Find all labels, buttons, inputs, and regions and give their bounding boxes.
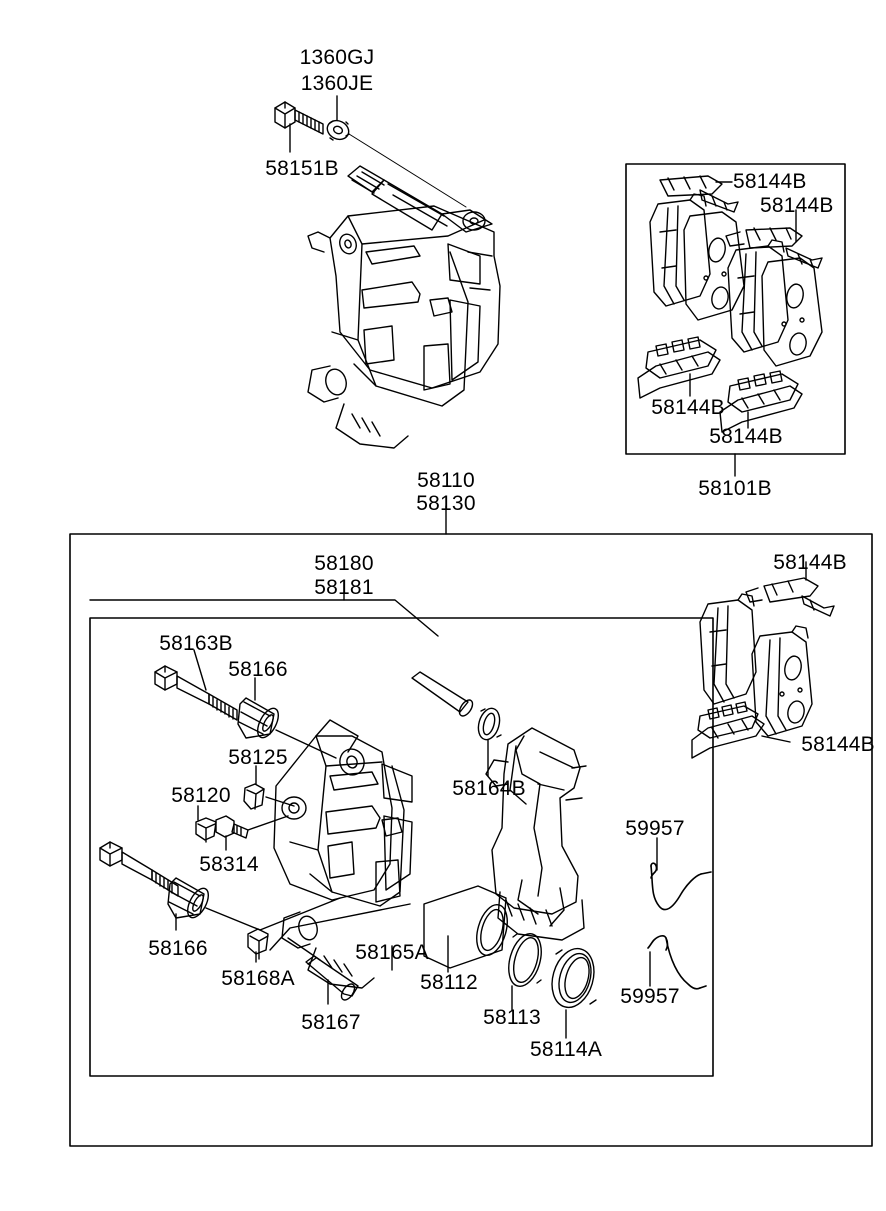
label-58167: 58167 <box>301 1011 361 1034</box>
caliper-icon <box>307 165 501 449</box>
label-59957-top: 59957 <box>625 817 685 840</box>
label-58168a: 58168A <box>221 967 295 990</box>
label-1360gj: 1360GJ <box>299 46 375 69</box>
caliper-outer-box <box>69 533 873 1147</box>
label-58101b: 58101B <box>698 477 772 500</box>
leader-58163b <box>193 649 207 691</box>
label-58166-top: 58166 <box>228 658 288 681</box>
label-58114a: 58114A <box>529 1038 603 1061</box>
label-58314: 58314 <box>199 853 259 876</box>
guide-pin-icon <box>411 671 474 717</box>
wear-sensor-icon <box>650 862 712 911</box>
guide-bolt-icon <box>154 665 238 721</box>
pin-icon <box>305 955 359 1001</box>
label-58166-bottom: 58166 <box>148 937 208 960</box>
piston-icon <box>423 885 508 969</box>
leader-58125-line <box>265 796 295 807</box>
boot-ring-icon <box>477 707 502 741</box>
label-58164b: 58164B <box>452 777 526 800</box>
plug-icon <box>195 817 217 843</box>
label-58112: 58112 <box>420 971 478 994</box>
label-58125: 58125 <box>228 746 288 769</box>
leader-58168a-elbow <box>287 937 321 961</box>
label-58180: 58180 <box>314 552 374 575</box>
leader-washer-to-caliper <box>348 133 467 208</box>
label-58144b-bot-1: 58144B <box>651 396 725 419</box>
leader-58166-to-caliper <box>275 729 337 759</box>
label-58144b-top-1: 58144B <box>733 170 807 193</box>
label-1360je: 1360JE <box>300 72 374 95</box>
label-58181: 58181 <box>314 576 374 599</box>
seal-ring-icon <box>508 933 542 987</box>
label-59957-bottom: 59957 <box>620 985 680 1008</box>
label-58163b: 58163B <box>159 632 233 655</box>
label-58110: 58110 <box>417 469 475 492</box>
cap-icon <box>247 928 269 960</box>
dust-boot-icon <box>551 947 597 1009</box>
label-58144b-right-top: 58144B <box>773 551 847 574</box>
caliper-housing-icon <box>273 719 413 989</box>
label-58120: 58120 <box>171 784 231 807</box>
label-58144b-bot-2: 58144B <box>709 425 783 448</box>
washer-icon <box>326 119 350 141</box>
label-58113: 58113 <box>483 1006 541 1029</box>
boot-icon <box>237 697 280 739</box>
guide-bolt-icon <box>274 101 324 135</box>
leader-58165a-elbow <box>269 903 411 951</box>
label-58144b-top-2: 58144B <box>760 194 834 217</box>
leader-58166-elbow <box>205 897 341 931</box>
label-58151b: 58151B <box>265 157 339 180</box>
guide-bolt-icon <box>99 841 179 897</box>
carrier-bracket-icon <box>485 727 587 941</box>
cap-icon <box>243 783 265 810</box>
boot-icon <box>167 877 210 919</box>
label-58165a: 58165A <box>355 941 429 964</box>
label-58144b-right-bot: 58144B <box>801 733 875 756</box>
boss-icon <box>281 796 307 820</box>
wear-sensor-icon <box>647 935 707 990</box>
brake-pad-icon <box>691 577 835 759</box>
leader-58314-line <box>247 815 289 831</box>
leader-58144b-r2 <box>761 735 791 743</box>
brake-pad-icon <box>637 175 823 433</box>
screw-icon <box>215 815 249 839</box>
leader-58180-elbow <box>89 599 439 637</box>
label-58130: 58130 <box>416 492 476 515</box>
caliper-inner-box <box>89 617 714 1077</box>
